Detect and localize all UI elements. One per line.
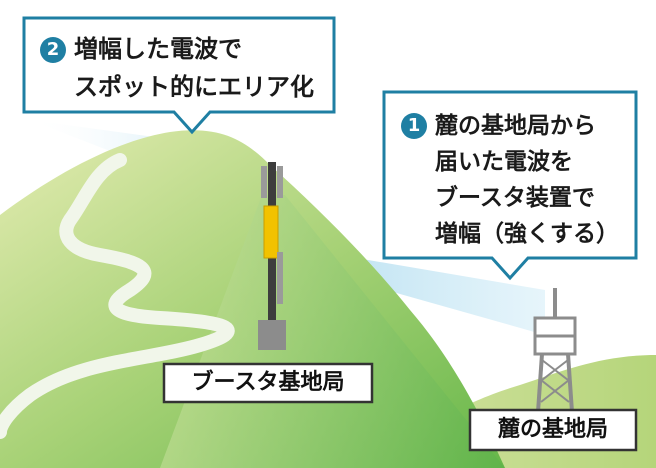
winding-road <box>0 153 235 439</box>
base-callout-line-2: 届いた電波を <box>435 149 573 175</box>
base-callout-frame <box>382 90 638 281</box>
booster-callout: 2 増幅した電波で スポット的にエリア化 <box>40 30 314 106</box>
booster-tower <box>258 162 286 350</box>
booster-callout-frame <box>22 16 336 135</box>
base-callout-line-3: ブースタ装置で <box>435 185 595 211</box>
booster-label-box <box>162 362 374 404</box>
base-label-box <box>468 408 638 452</box>
base-station-tower <box>533 288 577 413</box>
base-callout-line-1: 麓の基地局から <box>435 113 596 139</box>
step-2-badge: 2 <box>40 37 66 63</box>
base-callout-line-4: 増幅（強くする） <box>435 221 619 247</box>
booster-callout-line-1: 増幅した電波で <box>74 35 242 63</box>
base-callout: 1 麓の基地局から 届いた電波を ブースタ装置で 増幅（強くする） <box>401 108 619 252</box>
booster-station-label: ブースタ基地局 <box>191 370 345 395</box>
booster-callout-line-2: スポット的にエリア化 <box>74 73 314 101</box>
step-1-badge: 1 <box>401 113 427 139</box>
base-station-label: 麓の基地局 <box>497 417 608 442</box>
